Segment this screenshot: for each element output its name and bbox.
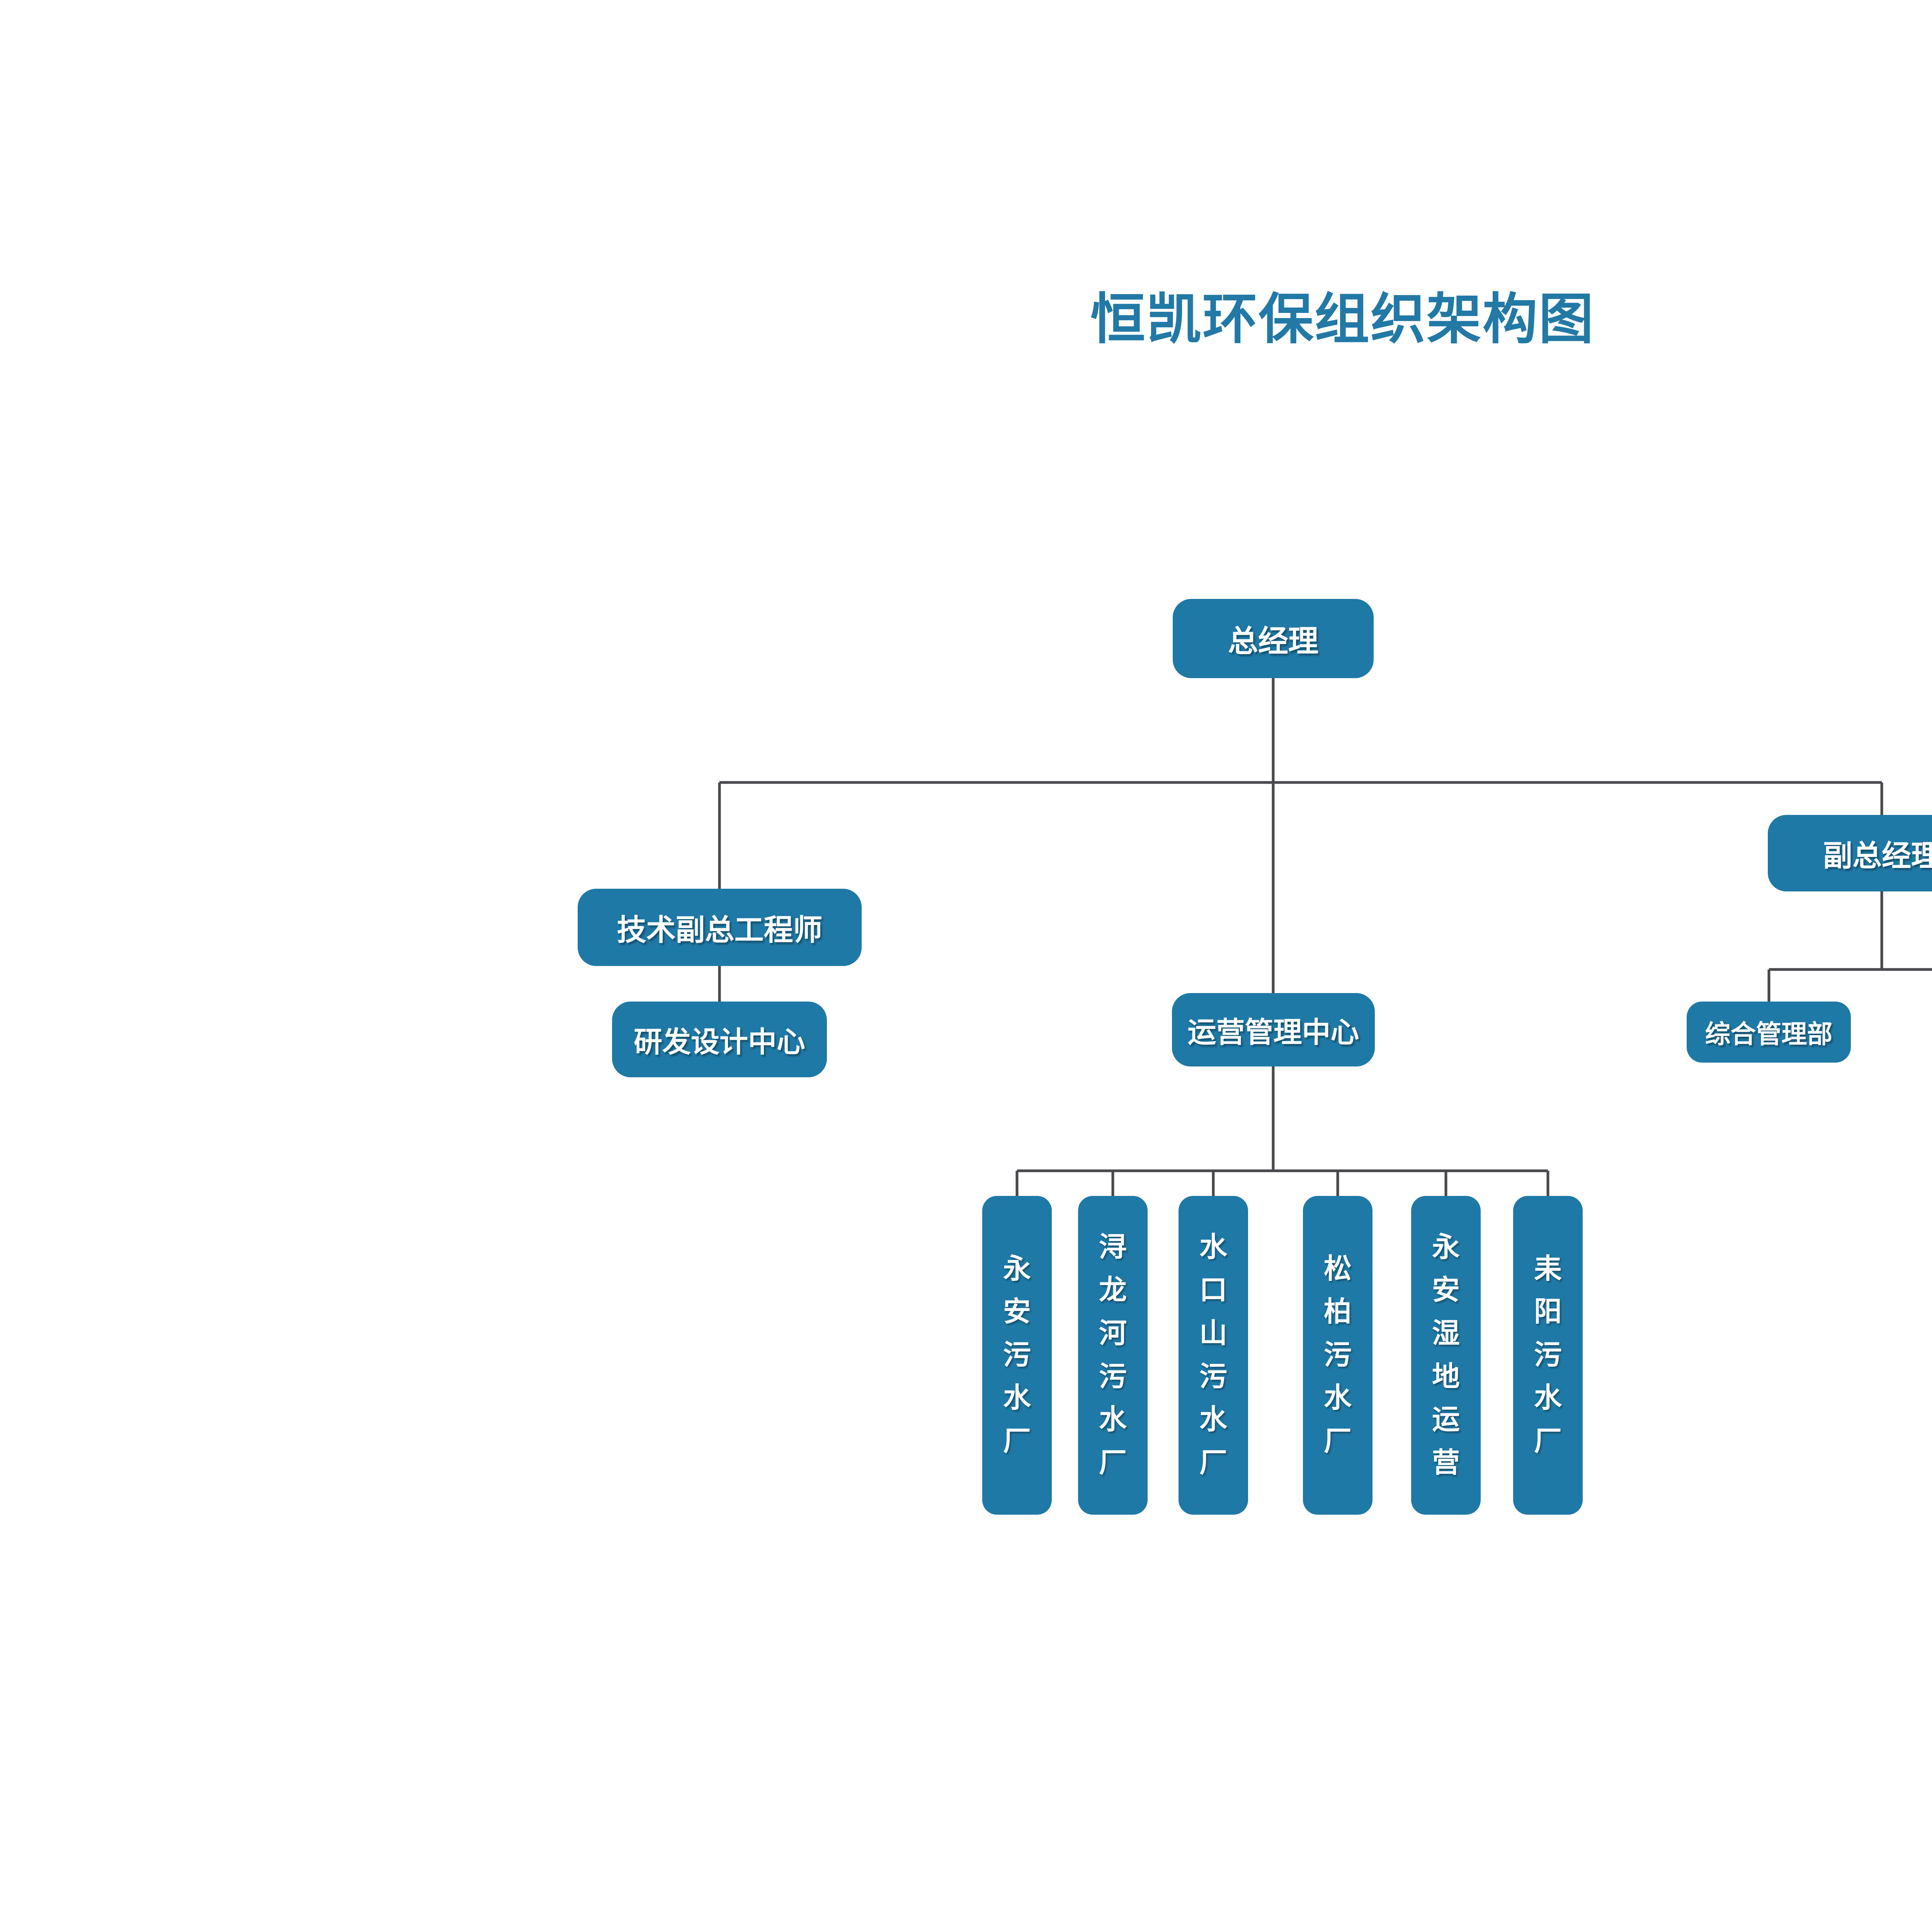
node-tech-deputy-chief-engineer: 技术副总工程师 — [578, 889, 862, 966]
node-label: 综合管理部 — [1705, 1020, 1833, 1048]
node-label: 松柏污水厂 — [1323, 1253, 1352, 1457]
node-operations-management-center: 运营管理中心 — [1172, 993, 1375, 1066]
node-label: 技术副总工程师 — [617, 914, 823, 947]
node-general-admin-dept: 综合管理部 — [1687, 1002, 1851, 1063]
node-plant-leiyang-sewage: 耒阳污水厂 — [1513, 1196, 1583, 1515]
node-label: 副总经理 — [1823, 840, 1932, 872]
node-label: 永安污水厂 — [1003, 1253, 1031, 1457]
node-label: 运营管理中心 — [1187, 1016, 1359, 1048]
node-label: 总经理 — [1228, 624, 1318, 658]
node-label: 永安湿地运营 — [1432, 1231, 1460, 1478]
chart-title: 恒凯环保组织架构图 — [1090, 289, 1595, 350]
node-general-manager: 总经理 — [1173, 599, 1374, 678]
node-plant-yongan-sewage: 永安污水厂 — [982, 1196, 1052, 1515]
node-label: 水口山污水厂 — [1199, 1231, 1227, 1478]
node-plant-xunlonghe-sewage: 浔龙河污水厂 — [1078, 1196, 1148, 1515]
node-label: 研发设计中心 — [634, 1026, 805, 1058]
node-rd-design-center: 研发设计中心 — [612, 1002, 827, 1077]
node-label: 耒阳污水厂 — [1534, 1253, 1562, 1457]
node-deputy-general-manager: 副总经理 — [1768, 815, 1932, 891]
node-plant-shuikoushan-sewage: 水口山污水厂 — [1179, 1196, 1248, 1515]
node-label: 浔龙河污水厂 — [1099, 1231, 1127, 1478]
node-plant-songbai-sewage: 松柏污水厂 — [1303, 1196, 1372, 1515]
node-plant-yongan-wetland-ops: 永安湿地运营 — [1411, 1196, 1481, 1515]
